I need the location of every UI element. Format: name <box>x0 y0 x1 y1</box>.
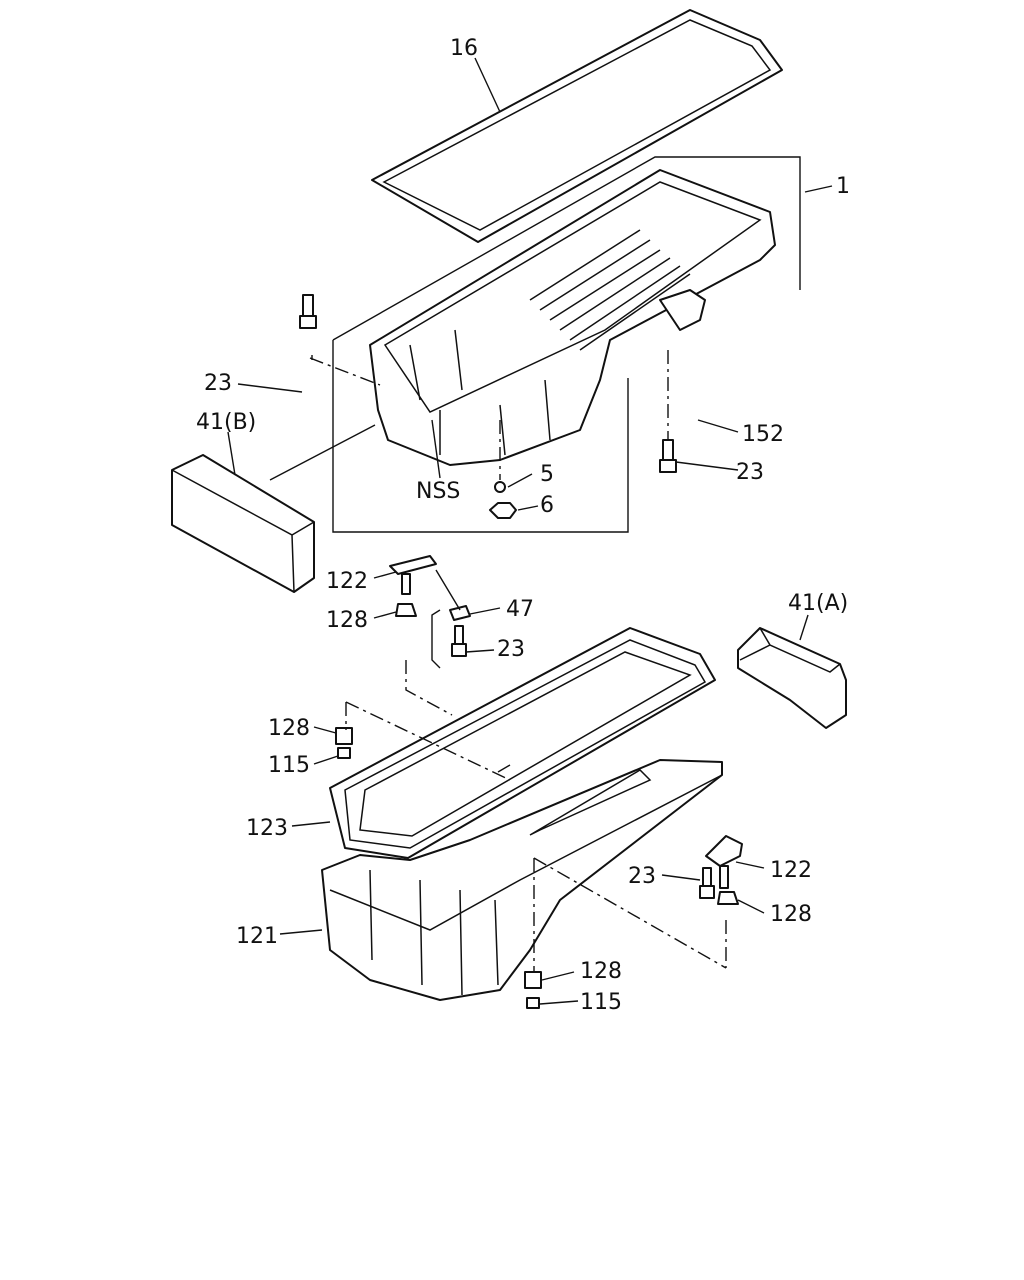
callout-115: 115 <box>268 753 310 778</box>
callout-23: 23 <box>628 864 656 889</box>
callout-123: 123 <box>246 816 288 841</box>
callout-122: 122 <box>326 569 368 594</box>
bracket-hardware-top <box>389 555 471 716</box>
callout-152: 152 <box>742 422 784 447</box>
callout-23: 23 <box>736 460 764 485</box>
callout-128: 128 <box>770 902 812 927</box>
leader-lines <box>227 57 833 1005</box>
upper-oil-pan <box>332 156 801 533</box>
cover-41b <box>171 424 376 593</box>
callout-115: 115 <box>580 990 622 1015</box>
callout-23: 23 <box>204 371 232 396</box>
callout-128: 128 <box>268 716 310 741</box>
cover-41a <box>737 627 847 729</box>
callout-16: 16 <box>450 36 478 61</box>
upper-hardware <box>299 289 706 519</box>
callout-23: 23 <box>497 637 525 662</box>
callout-128: 128 <box>580 959 622 984</box>
gasket-16 <box>371 9 783 243</box>
lower-oil-pan-121 <box>321 759 723 1001</box>
callout-47: 47 <box>506 597 534 622</box>
gasket-frame-123 <box>329 627 716 859</box>
callout-5: 5 <box>540 462 554 487</box>
callout-6: 6 <box>540 493 554 518</box>
callout-nss: NSS <box>416 479 460 504</box>
callout-41a: 41(A) <box>788 591 848 616</box>
callout-128: 128 <box>326 608 368 633</box>
lower-hardware <box>335 701 743 1009</box>
callout-122: 122 <box>770 858 812 883</box>
callout-41b: 41(B) <box>196 410 256 435</box>
callout-labels: 16 1 23 41(B) 152 23 5 NSS 6 122 128 47 … <box>196 36 850 1015</box>
callout-1: 1 <box>836 174 850 199</box>
callout-121: 121 <box>236 924 278 949</box>
